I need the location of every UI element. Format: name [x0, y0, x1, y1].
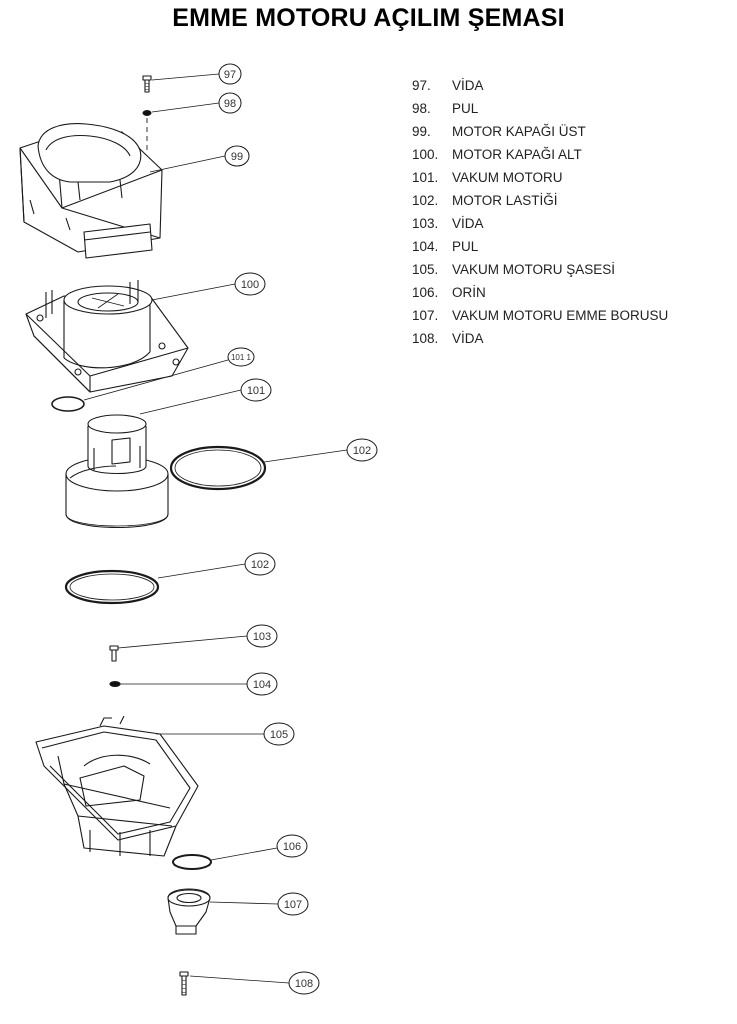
legend-number: 99. [412, 124, 431, 139]
callout-circle-105 [263, 722, 295, 746]
legend-number: 104. [412, 239, 439, 254]
callout-100: 100 [241, 279, 259, 291]
leader-102b [157, 563, 246, 579]
legend-number: 106. [412, 285, 439, 300]
legend-label: VİDA [452, 78, 484, 93]
leader-103 [117, 635, 248, 649]
page-title: EMME MOTORU AÇILIM ŞEMASI [172, 4, 565, 32]
legend-item: 100. MOTOR KAPAĞI ALT [412, 143, 668, 166]
part-99-motor-cover-top [19, 123, 163, 259]
leader-97 [151, 73, 220, 81]
legend-label: MOTOR LASTİĞİ [452, 193, 558, 208]
legend-item: 102. MOTOR LASTİĞİ [412, 189, 668, 212]
part-106-o-ring [172, 854, 212, 870]
callout-107: 107 [284, 899, 302, 911]
callout-105: 105 [270, 729, 288, 741]
legend-item: 104. PUL [412, 235, 668, 258]
callout-circle-106 [276, 834, 308, 858]
callout-circle-97 [218, 63, 242, 85]
leader-107 [209, 901, 279, 905]
callout-circle-101 [240, 378, 272, 402]
legend-item: 97. VİDA [412, 74, 668, 97]
leader-101 [139, 389, 242, 415]
part-101-vacuum-motor [65, 414, 169, 529]
legend-number: 107. [412, 308, 439, 323]
leader-100 [151, 283, 236, 301]
legend-label: PUL [452, 101, 479, 116]
part-100-motor-cover-bottom [25, 280, 189, 393]
legend-label: MOTOR KAPAĞI ALT [452, 147, 582, 162]
legend-item: 105. VAKUM MOTORU ŞASESİ [412, 258, 668, 281]
part-108-screw [179, 971, 189, 996]
callout-circle-107 [277, 892, 309, 916]
callout-circle-104 [246, 672, 278, 696]
part-105-vacuum-motor-chassis [35, 715, 199, 857]
legend-number: 108. [412, 331, 439, 346]
legend-label: MOTOR KAPAĞI ÜST [452, 124, 586, 139]
part-102-rubber-ring-b [64, 569, 160, 605]
legend-item: 103. VİDA [412, 212, 668, 235]
callout-circle-102b [244, 552, 276, 576]
callout-101-1: 101 1 [231, 353, 252, 362]
legend-number: 101. [412, 170, 439, 185]
legend-label: VAKUM MOTORU ŞASESİ [452, 262, 616, 277]
part-101-1-ring [51, 396, 85, 412]
part-107-suction-pipe [167, 888, 211, 935]
legend-number: 105. [412, 262, 439, 277]
legend-label: VİDA [452, 331, 484, 346]
legend-number: 100. [412, 147, 439, 162]
part-97-screw [142, 75, 152, 93]
callout-108: 108 [295, 978, 313, 990]
part-102-rubber-ring-b-inner [69, 573, 155, 601]
part-103-screw [109, 645, 119, 662]
leader-102a [263, 449, 348, 463]
leader-101-1 [83, 359, 229, 401]
callout-circle-103 [246, 624, 278, 648]
legend-item: 98. PUL [412, 97, 668, 120]
callout-circle-102a [346, 438, 378, 462]
legend-item: 101. VAKUM MOTORU [412, 166, 668, 189]
callout-106: 106 [283, 841, 301, 853]
callout-102a: 102 [353, 445, 371, 457]
callout-99: 99 [231, 151, 243, 163]
legend-label: VİDA [452, 216, 484, 231]
part-102-rubber-ring-a-inner [174, 449, 262, 487]
legend-item: 108. VİDA [412, 327, 668, 350]
legend-number: 97. [412, 78, 431, 93]
part-102-rubber-ring-a [169, 445, 267, 491]
parts-legend: 97. VİDA 98. PUL 99. MOTOR KAPAĞI ÜST 100. M… [412, 74, 668, 350]
leader-98 [151, 102, 220, 113]
callout-circle-98 [218, 92, 242, 114]
part-104-washer [109, 681, 121, 687]
leader-106 [210, 847, 278, 861]
legend-number: 98. [412, 101, 431, 116]
legend-item: 106. ORİN [412, 281, 668, 304]
legend-number: 103. [412, 216, 439, 231]
legend-item: 99. MOTOR KAPAĞI ÜST [412, 120, 668, 143]
legend-label: VAKUM MOTORU EMME BORUSU [452, 308, 669, 323]
callout-104: 104 [253, 679, 271, 691]
callout-circle-99 [224, 145, 250, 167]
callout-103: 103 [253, 631, 271, 643]
callout-circle-101-1 [227, 347, 255, 367]
legend-number: 102. [412, 193, 439, 208]
legend-label: ORİN [452, 285, 486, 300]
leader-108 [189, 975, 290, 984]
callout-101: 101 [247, 385, 265, 397]
callout-circle-100 [234, 272, 266, 296]
part-98-washer [142, 110, 152, 116]
callout-97: 97 [224, 69, 236, 81]
callout-98: 98 [224, 98, 236, 110]
legend-label: VAKUM MOTORU [452, 170, 563, 185]
leader-99 [149, 155, 226, 173]
callout-102b: 102 [251, 559, 269, 571]
callout-circle-108 [288, 971, 320, 995]
legend-item: 107. VAKUM MOTORU EMME BORUSU [412, 304, 668, 327]
legend-label: PUL [452, 239, 479, 254]
